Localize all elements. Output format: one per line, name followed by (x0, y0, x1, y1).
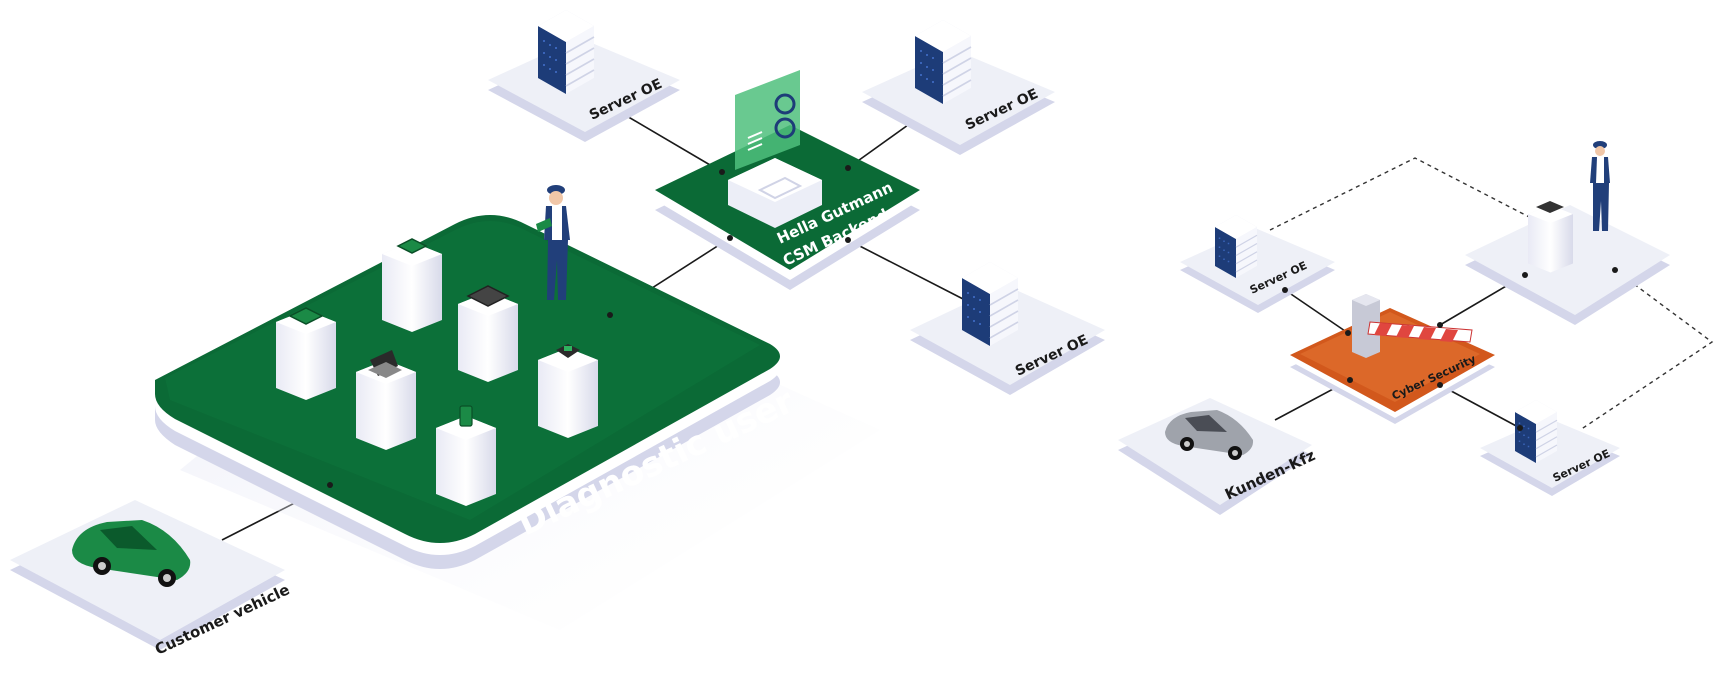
server-node-2 (862, 19, 1055, 155)
cyber-security-platform (1290, 294, 1495, 424)
kunden-kfz-platform (1118, 398, 1312, 515)
sync-hologram-icon (735, 70, 800, 170)
grey-car-icon (1165, 410, 1254, 460)
customer-vehicle-platform (10, 500, 285, 650)
server-node-r2 (1480, 399, 1620, 496)
terminal-icon (1528, 201, 1573, 273)
pedestal-tablet-1 (276, 307, 336, 400)
pedestal-laptop (356, 350, 416, 450)
server-node-3 (910, 261, 1105, 395)
green-car-icon (72, 520, 191, 587)
connection-dots (327, 165, 1618, 488)
pedestal-display (458, 285, 518, 382)
server-node-r1 (1180, 214, 1335, 313)
barrier-gate-icon (1352, 294, 1473, 358)
pedestal-tablet-2 (382, 238, 442, 332)
server-node-1 (488, 9, 680, 142)
backend-server-box (728, 158, 822, 228)
technician-at-terminal (1590, 141, 1610, 231)
dashed-secure-path (1269, 157, 1714, 431)
pedestal-handheld (436, 405, 496, 506)
terminal-platform (1465, 141, 1670, 325)
pedestal-dongle (538, 344, 598, 438)
diagnostic-user-platform (155, 215, 880, 630)
technician-with-tablet (536, 185, 570, 300)
diagnostic-devices (276, 238, 598, 506)
